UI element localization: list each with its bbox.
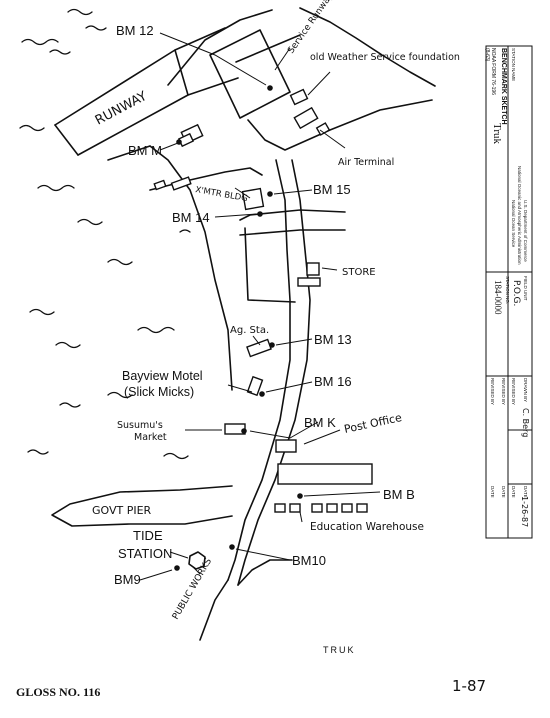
leader-lines — [139, 32, 381, 581]
bmk-point — [241, 428, 247, 434]
date-label-4: DATE — [490, 486, 495, 498]
coastline — [107, 7, 436, 391]
old-weather-service-label: old Weather Service foundation — [310, 52, 460, 63]
bm15-point — [267, 191, 273, 197]
bm13-label: BM 13 — [314, 332, 352, 347]
station-no-value: 184-0000 — [493, 280, 503, 315]
benchmark-points — [174, 85, 303, 571]
susumus-label: Susumu's — [117, 420, 163, 431]
revised-by-label-2: REVISED BY — [501, 378, 506, 405]
drawn-by-label: DRAWN BY — [523, 378, 528, 402]
station-name-label: STATION NAME — [511, 48, 516, 81]
station-name-value: Truk — [491, 123, 503, 144]
bm13-point — [269, 342, 275, 348]
title-block: NOAA FORM 76-196 (8-63) BENCHMARK SKETCH… — [484, 45, 533, 539]
truk-map-label: TRUK — [323, 645, 356, 655]
education-warehouse-label: Education Warehouse — [310, 521, 424, 533]
date-label-2: DATE — [511, 486, 516, 498]
map-labels: BM 12 Service Runway old Weather Service… — [16, 0, 486, 699]
bayview-motel-label: Bayview Motel — [122, 369, 203, 383]
form-title: BENCHMARK SKETCH — [500, 48, 507, 125]
date-label-1: DATE — [523, 486, 528, 498]
form-number: NOAA FORM 76-196 — [490, 48, 496, 95]
bm14-label: BM 14 — [172, 210, 210, 225]
bmm-point — [176, 139, 182, 145]
store-label: STORE — [342, 267, 376, 278]
revised-by-label-3: REVISED BY — [490, 378, 495, 405]
water-waves — [19, 8, 191, 460]
buildings — [153, 88, 373, 513]
bm12-label: BM 12 — [116, 23, 154, 38]
drawn-by-value: C. Berg — [521, 408, 530, 437]
date-value: 1-26-87 — [520, 496, 529, 527]
govt-pier-label: GOVT PIER — [92, 504, 152, 517]
bm16-label: BM 16 — [314, 374, 352, 389]
date-label-3: DATE — [501, 486, 506, 498]
field-unit-value: P.O.G. — [511, 280, 521, 306]
tide-station-marker — [188, 551, 206, 570]
bm16-point — [259, 391, 265, 397]
bm-b-label: BM B — [383, 487, 415, 502]
runway — [54, 27, 301, 156]
bm9-label: BM9 — [114, 572, 141, 587]
gloss-number: GLOSS NO. 116 — [16, 685, 100, 699]
station-no-label: STATION NO. — [505, 276, 510, 304]
tide-label: TIDE — [133, 528, 163, 543]
govt-pier — [51, 485, 233, 527]
bmb-point — [297, 493, 303, 499]
service-runway-label: Service Runway — [286, 0, 336, 56]
market-label: Market — [134, 432, 167, 443]
page-note: 1-87 — [452, 677, 486, 695]
form-date: (8-63) — [484, 48, 490, 62]
field-unit-label: FIELD UNIT — [523, 276, 528, 301]
bm10-label: BM10 — [292, 553, 326, 568]
bm12-point — [267, 85, 273, 91]
bm-m-label: BM M — [128, 143, 162, 158]
runway-label: RUNWAY — [93, 89, 150, 129]
bm15-label: BM 15 — [313, 182, 351, 197]
bm9-point — [174, 565, 180, 571]
station-label: STATION — [118, 546, 172, 561]
ag-sta-label: Ag. Sta. — [230, 325, 269, 336]
post-office-label: Post Office — [343, 411, 403, 436]
revised-by-label-1: REVISED BY — [511, 378, 516, 405]
slick-micks-label: (Slick Micks) — [124, 385, 194, 399]
dept-line-1: U.S. Department of Commerce — [523, 200, 528, 262]
bm10-point — [229, 544, 235, 550]
air-terminal-label: Air Terminal — [338, 157, 394, 168]
xmtr-bldg-label: X'MTR BLDG — [194, 185, 248, 204]
dept-line-2: National Oceanic and Atmospheric Adminis… — [517, 166, 522, 265]
bm14-point — [257, 211, 263, 217]
bm-k-label: BM K — [304, 415, 336, 430]
dept-line-3: National Ocean Service — [511, 200, 516, 248]
